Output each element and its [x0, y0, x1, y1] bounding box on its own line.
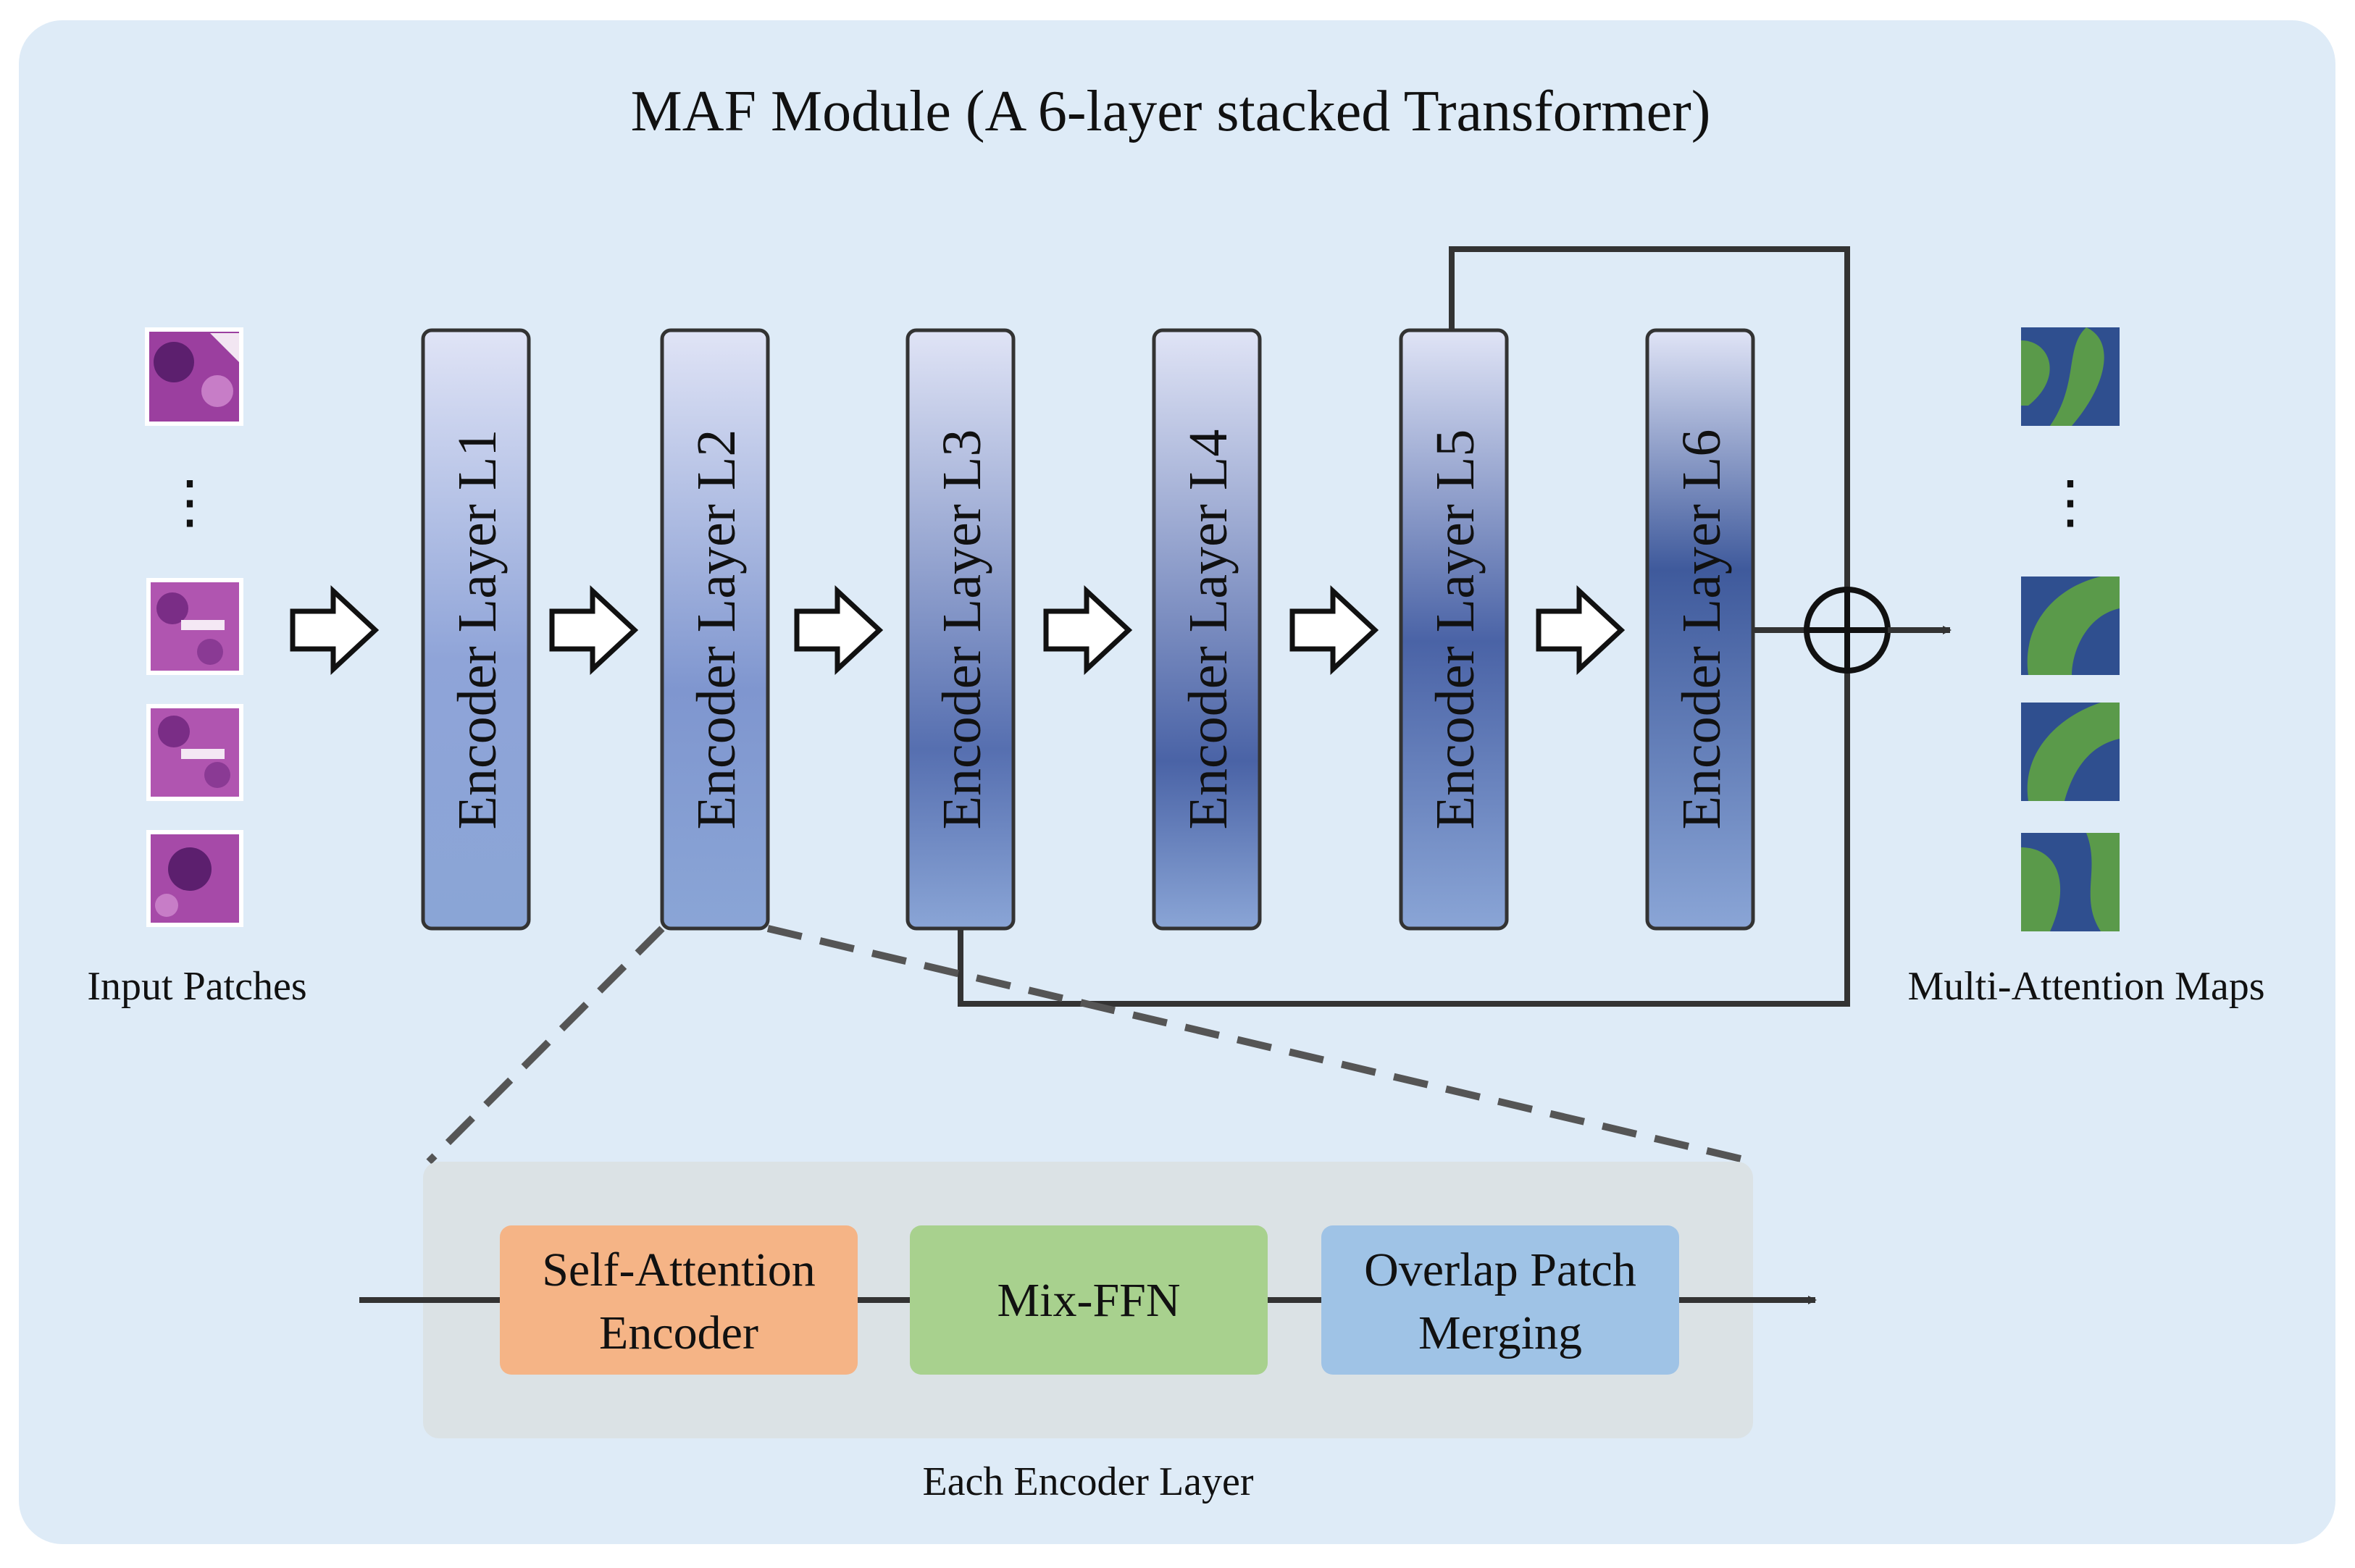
encoder-layer-l5: Encoder Layer L5 — [1399, 328, 1509, 931]
encoder-layer-label: Encoder Layer L2 — [686, 429, 747, 830]
encoder-layer-l2: Encoder Layer L2 — [660, 328, 770, 931]
skip-connections — [958, 246, 1850, 1007]
input-caption: Input Patches — [87, 964, 306, 1009]
encoder-layer-label: Encoder Layer L6 — [1671, 429, 1732, 830]
block-label-line1: Self-Attention — [542, 1244, 816, 1296]
hollow-arrow — [549, 584, 639, 676]
encoder-layer-l1: Encoder Layer L1 — [421, 328, 531, 931]
attention-map — [2021, 833, 2120, 931]
detail-caption: Each Encoder Layer — [922, 1459, 1253, 1504]
encoder-layer-l6: Encoder Layer L6 — [1645, 328, 1755, 931]
hollow-arrow — [1536, 584, 1626, 676]
hollow-arrow — [794, 584, 884, 676]
encoder-layer-label: Encoder Layer L1 — [447, 429, 508, 830]
block-label-line1: Overlap Patch — [1364, 1244, 1636, 1296]
block-label-line2: Encoder — [599, 1307, 758, 1359]
input-patch — [146, 704, 243, 801]
skip-connection-l5 — [1449, 246, 1850, 607]
block-label-line2: Merging — [1418, 1307, 1582, 1359]
attention-maps: ⋮ — [2021, 327, 2120, 931]
encoder-layer-label: Encoder Layer L5 — [1425, 429, 1486, 830]
input-patch — [146, 830, 243, 927]
attention-map — [2021, 703, 2120, 801]
hollow-arrow — [290, 584, 380, 676]
block-label-line1: Mix-FFN — [997, 1274, 1180, 1327]
output-caption: Multi-Attention Maps — [1907, 964, 2264, 1009]
zoom-line-left — [426, 926, 665, 1165]
skip-connection-l3 — [958, 653, 1850, 1007]
hollow-arrow — [1289, 584, 1379, 676]
encoder-layer-label: Encoder Layer L4 — [1178, 429, 1239, 830]
input-ellipsis: ⋮ — [161, 471, 219, 534]
self-attention-encoder-block: Self-Attention Encoder — [500, 1225, 858, 1375]
encoder-layer-l4: Encoder Layer L4 — [1152, 328, 1262, 931]
input-patch — [146, 578, 243, 675]
diagram-title: MAF Module (A 6-layer stacked Transforme… — [631, 80, 1711, 143]
hollow-arrow — [1043, 584, 1133, 676]
output-ellipsis: ⋮ — [2041, 471, 2099, 534]
zoom-line-right — [766, 925, 1754, 1165]
mix-ffn-block: Mix-FFN — [910, 1225, 1268, 1375]
flow-arrows — [290, 584, 1626, 676]
attention-map — [2021, 327, 2120, 426]
overlap-patch-merging-block: Overlap Patch Merging — [1321, 1225, 1679, 1375]
encoder-layer-l3: Encoder Layer L3 — [905, 328, 1016, 931]
sum-icon — [1804, 587, 1891, 674]
input-patches: ⋮ — [145, 327, 243, 927]
encoder-layer-label: Encoder Layer L3 — [932, 429, 992, 830]
input-patch — [145, 327, 243, 426]
attention-map — [2021, 577, 2120, 675]
